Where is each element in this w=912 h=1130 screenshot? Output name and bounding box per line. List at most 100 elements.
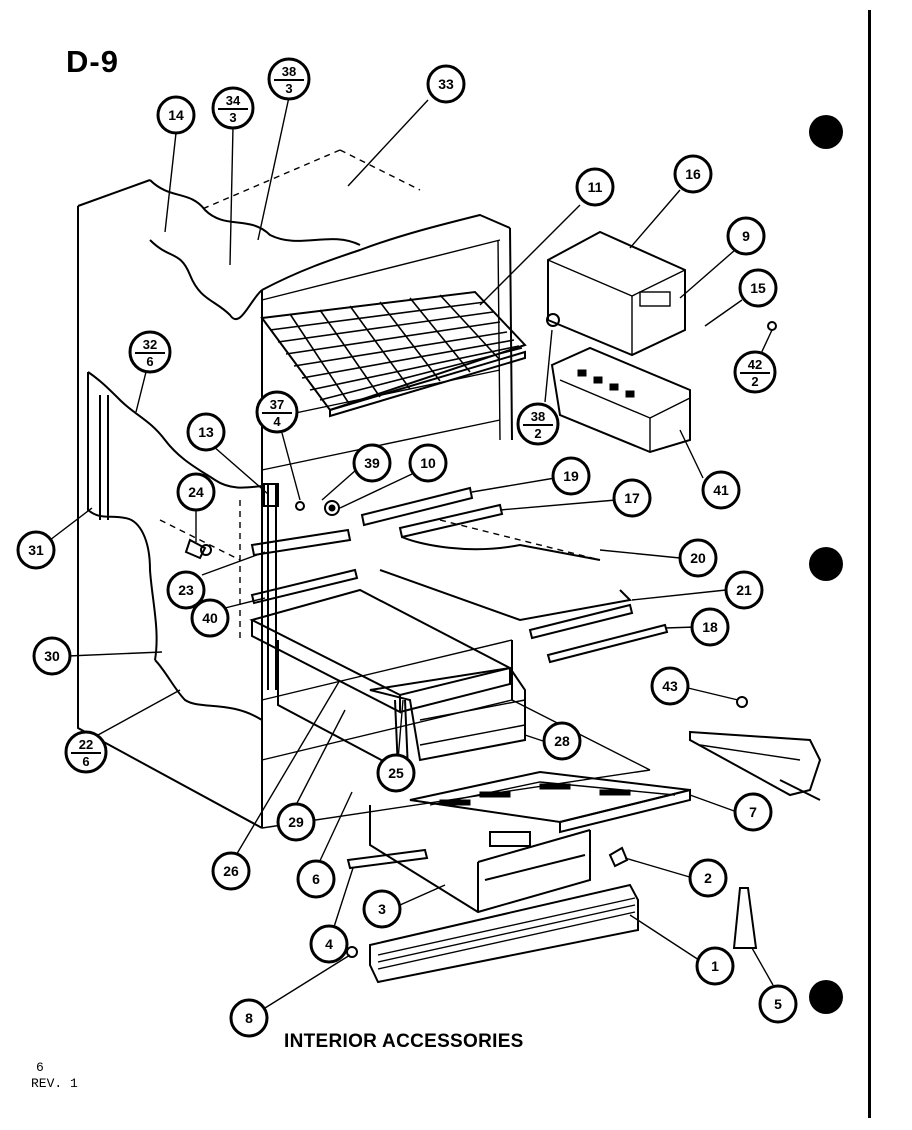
callout-number: 14	[168, 107, 184, 123]
callout-circle	[211, 851, 251, 891]
callout-14: 14	[156, 95, 196, 135]
crisper-drawer	[249, 588, 526, 771]
callout-number: 26	[223, 863, 239, 879]
door-shelf-part	[689, 696, 822, 801]
callout-number: 43	[662, 678, 678, 694]
callout-31: 31	[16, 530, 56, 570]
callout-number: 30	[44, 648, 60, 664]
callout-number: 6	[312, 871, 320, 887]
cabinet-outline	[77, 149, 651, 829]
callout-number: 38	[531, 409, 545, 424]
callout-number: 10	[420, 455, 436, 471]
callout-number: 11	[588, 179, 603, 195]
callout-circle	[408, 443, 448, 483]
callout-7: 7	[733, 792, 773, 832]
callout-number: 3	[378, 901, 386, 917]
callout-32-6: 326	[128, 330, 172, 374]
callout-8: 8	[229, 998, 269, 1038]
callout-42-2: 422	[733, 350, 777, 394]
callout-13: 13	[186, 412, 226, 452]
callout-2: 2	[688, 858, 728, 898]
callout-circle	[352, 443, 392, 483]
callout-circle	[426, 64, 466, 104]
callout-circle	[758, 984, 798, 1024]
callout-number: 2	[704, 870, 712, 886]
callout-circle	[542, 721, 582, 761]
callout-26: 26	[211, 851, 251, 891]
callout-34-3: 343	[211, 86, 255, 130]
binder-hole-top	[809, 115, 843, 149]
callout-circle	[229, 998, 269, 1038]
meat-keeper	[346, 770, 758, 984]
callout-circle	[695, 946, 735, 986]
callout-circle	[551, 456, 591, 496]
callout-37-4: 374	[255, 390, 299, 434]
callout-circle	[688, 858, 728, 898]
callout-number: 42	[748, 357, 762, 372]
callout-15: 15	[738, 268, 778, 308]
binder-hole-bottom	[809, 980, 843, 1014]
callout-number: 31	[28, 542, 44, 558]
callout-number: 39	[364, 455, 380, 471]
callout-22-6: 226	[64, 730, 108, 774]
callout-circle	[296, 859, 336, 899]
callout-19: 19	[551, 456, 591, 496]
callout-circle	[16, 530, 56, 570]
callout-number: 1	[711, 958, 719, 974]
callout-29: 29	[276, 802, 316, 842]
callout-circle	[176, 472, 216, 512]
callout-number: 34	[226, 93, 241, 108]
callout-40: 40	[190, 598, 230, 638]
callout-41: 41	[701, 470, 741, 510]
callout-16: 16	[673, 154, 713, 194]
callout-number: 3	[285, 81, 292, 96]
callout-number: 8	[245, 1010, 253, 1026]
callout-number: 3	[229, 110, 236, 125]
callout-number: 21	[736, 582, 752, 598]
callout-number: 7	[749, 804, 757, 820]
callout-6: 6	[296, 859, 336, 899]
callout-11: 11	[575, 167, 615, 207]
callout-28: 28	[542, 721, 582, 761]
callout-circle	[166, 570, 206, 610]
callout-number: 29	[288, 814, 304, 830]
callout-number: 38	[282, 64, 296, 79]
callout-circle	[678, 538, 718, 578]
callout-9: 9	[726, 216, 766, 256]
callout-number: 9	[742, 228, 750, 244]
callout-number: 18	[702, 619, 718, 635]
callout-1: 1	[695, 946, 735, 986]
callout-number: 2	[751, 374, 758, 389]
callout-circle	[612, 478, 652, 518]
callout-number: 15	[750, 280, 766, 296]
callout-number: 6	[146, 354, 153, 369]
ice-maker-assembly	[546, 230, 777, 454]
callout-10: 10	[408, 443, 448, 483]
callout-number: 24	[188, 484, 204, 500]
callout-43: 43	[650, 666, 690, 706]
diagram-caption: INTERIOR ACCESSORIES	[284, 1031, 524, 1052]
callout-17: 17	[612, 478, 652, 518]
callout-circle	[190, 598, 230, 638]
callout-number: 16	[685, 166, 701, 182]
callout-3: 3	[362, 889, 402, 929]
callout-number: 13	[198, 424, 214, 440]
callout-circle	[376, 753, 416, 793]
callout-25: 25	[376, 753, 416, 793]
footer-page-number: 6	[36, 1060, 44, 1075]
callout-39: 39	[352, 443, 392, 483]
page-border-right	[868, 10, 871, 1118]
callout-circle	[690, 607, 730, 647]
callout-circle	[726, 216, 766, 256]
callout-circle	[724, 570, 764, 610]
callout-circle	[650, 666, 690, 706]
callout-number: 4	[325, 936, 333, 952]
tray-rails	[184, 486, 669, 664]
callout-20: 20	[678, 538, 718, 578]
binder-hole-middle	[809, 547, 843, 581]
callout-circle	[32, 636, 72, 676]
callout-circle	[733, 792, 773, 832]
callout-circle	[738, 268, 778, 308]
